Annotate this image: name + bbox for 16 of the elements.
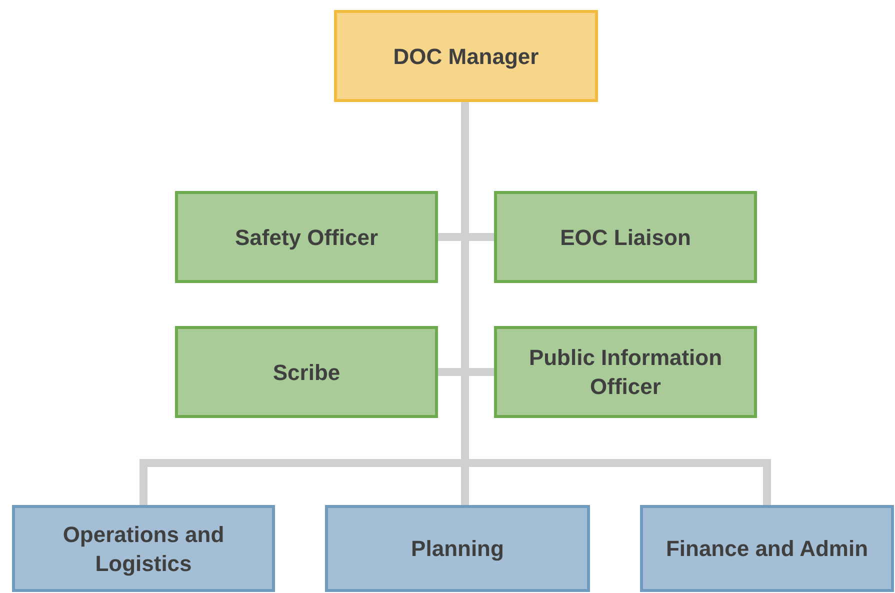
role-title: Scribe <box>272 358 340 386</box>
role-title: DOC Manager <box>393 42 539 70</box>
role-box <box>640 505 894 592</box>
role-title: Safety Officer <box>234 224 378 252</box>
role-title: Finance and Admin <box>666 535 868 563</box>
role-title: EOC Liaison <box>560 224 691 252</box>
role-title: Public Information Officer <box>528 344 724 401</box>
role-title: Operations and Logistics <box>62 520 226 578</box>
role-box <box>494 191 757 283</box>
role-box <box>325 505 590 592</box>
role-box <box>494 326 757 418</box>
role-title: Planning <box>411 535 504 563</box>
role-box <box>175 326 438 418</box>
role-box <box>175 191 438 283</box>
role-box <box>12 505 275 592</box>
role-box <box>334 10 598 102</box>
